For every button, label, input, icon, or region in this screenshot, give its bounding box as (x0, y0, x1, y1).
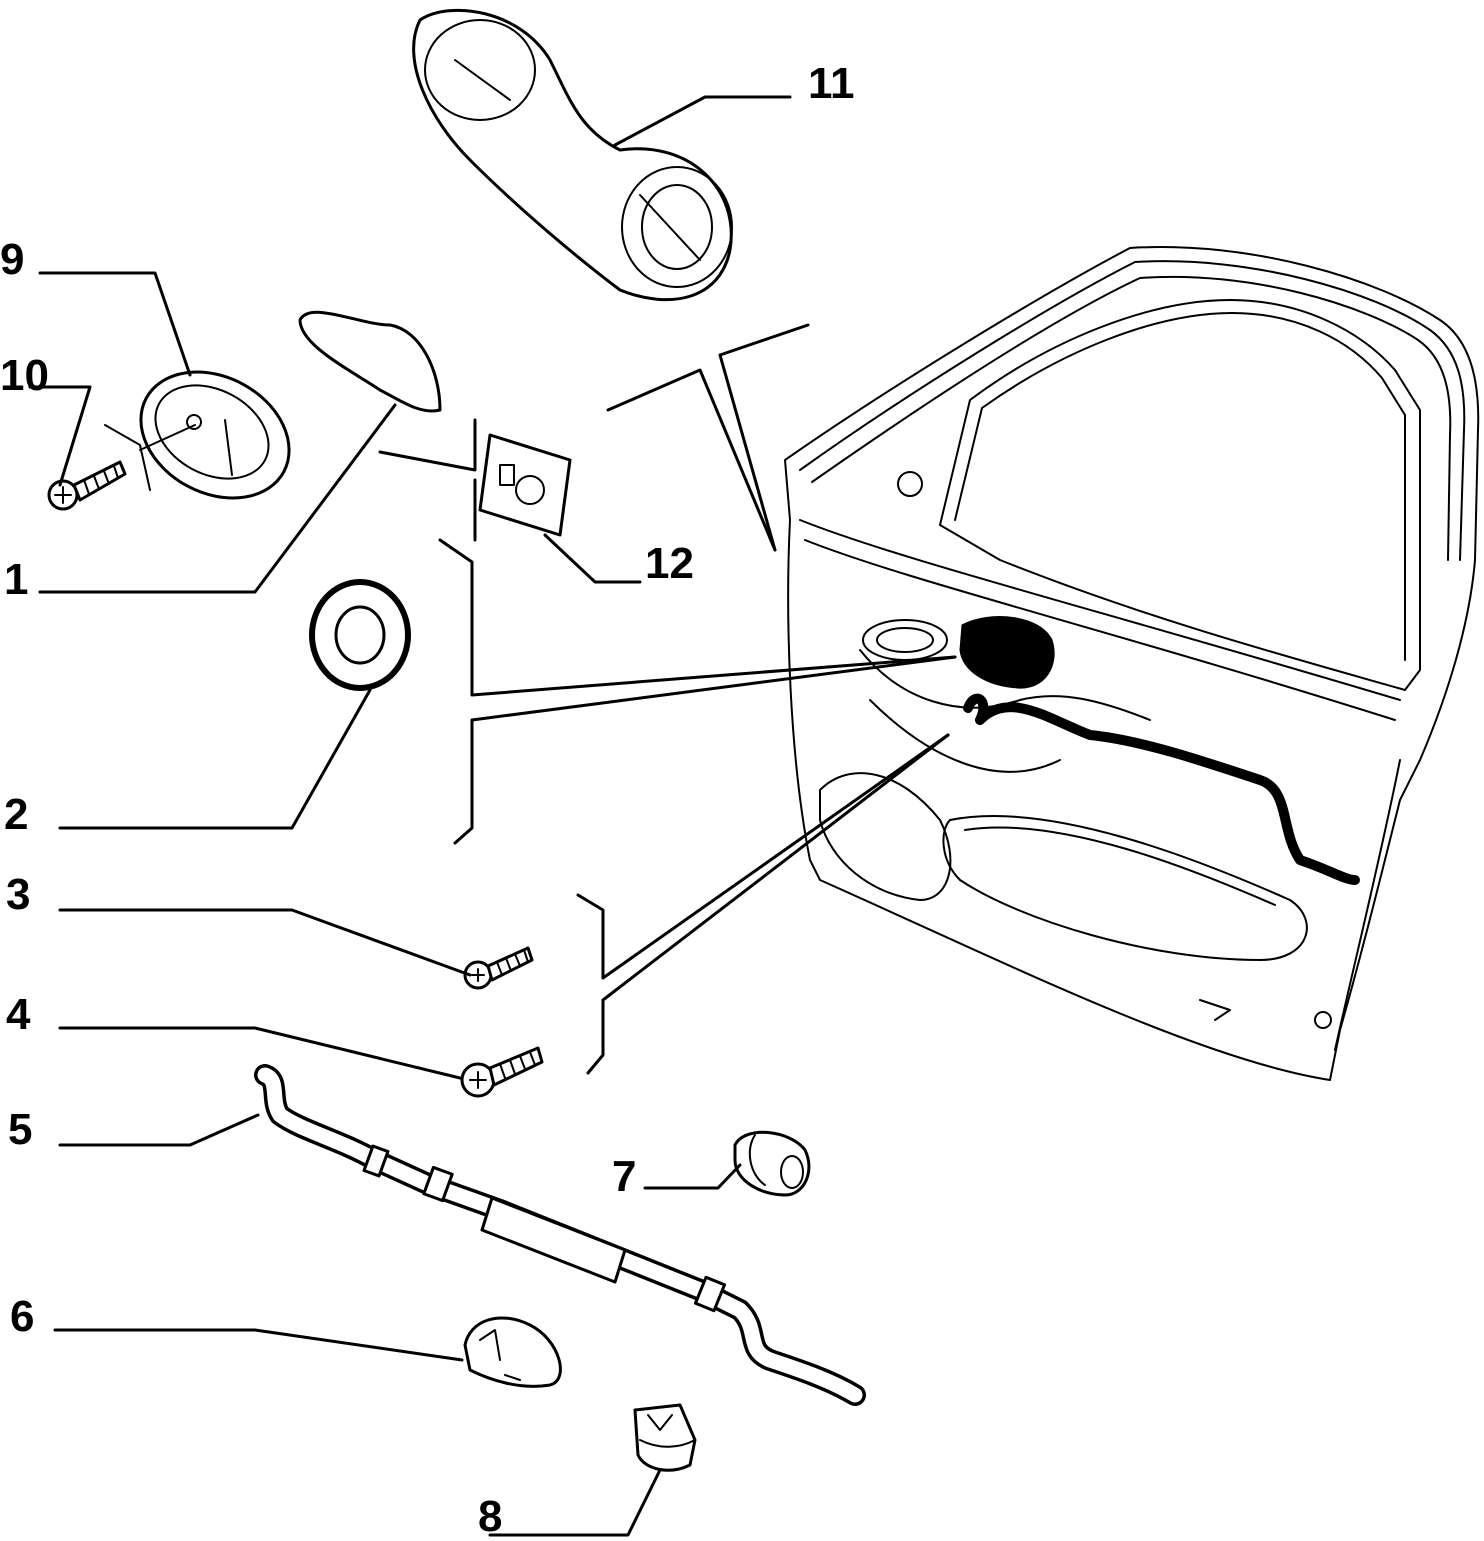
part-1-handle-lever (298, 310, 442, 413)
part-7-bush (733, 1130, 811, 1197)
callout-5: 5 (8, 1105, 33, 1154)
callout-12: 12 (645, 539, 694, 588)
part-12-switch-plate (478, 433, 572, 537)
callout-8: 8 (478, 1492, 503, 1541)
callout-7: 7 (612, 1152, 637, 1201)
callout-11: 11 (808, 59, 855, 108)
part-2-grommet (309, 579, 411, 691)
leader-lines (28, 95, 957, 1537)
callout-4: 4 (6, 990, 31, 1039)
callout-10: 10 (0, 351, 49, 400)
callout-9: 9 (0, 235, 25, 284)
callout-1: 1 (4, 555, 29, 604)
door-panel-drawing (784, 246, 1480, 1081)
part-5-rod (254, 1064, 866, 1406)
part-9-escutcheon (139, 370, 291, 500)
callout-3: 3 (6, 870, 31, 919)
part-3-screw (463, 946, 534, 990)
part-6-clip (463, 1316, 562, 1388)
callout-6: 6 (10, 1292, 35, 1341)
part-10-screw (47, 460, 127, 511)
part-4-screw (460, 1046, 544, 1098)
part-11-handle-bezel (412, 8, 733, 302)
callout-2: 2 (4, 790, 29, 839)
part-8-clip (633, 1403, 697, 1472)
